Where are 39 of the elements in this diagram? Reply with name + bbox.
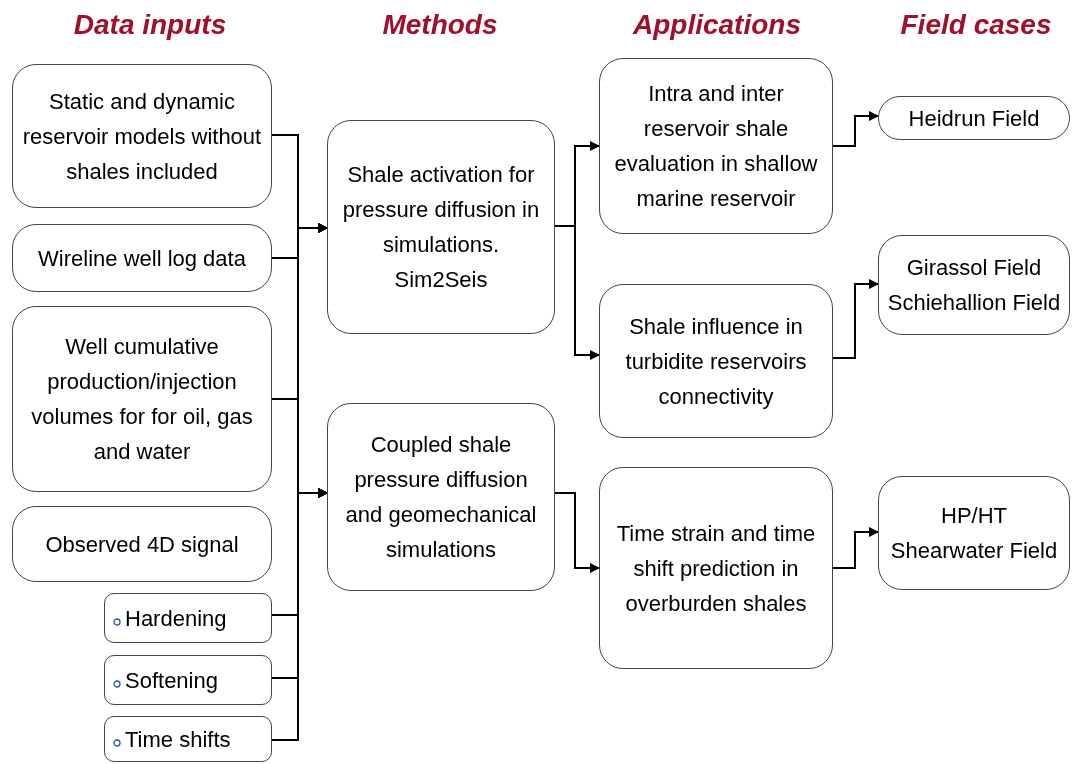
- box-text: Coupled shale pressure diffusion and geomechanical simulations: [344, 431, 538, 564]
- box-text: Wireline well log data: [38, 244, 246, 273]
- box-text: Girassol Field Schiehallion Field: [887, 254, 1061, 317]
- box-text: Well cumulative production/injection volumes for for oil, gas and water: [30, 333, 254, 466]
- connector-arrow: [832, 279, 879, 359]
- process-box: [12, 506, 272, 582]
- list-item-box: [104, 655, 272, 705]
- box-text: Observed 4D signal: [45, 530, 239, 559]
- box-text: HP/HT Shearwater Field: [889, 502, 1059, 565]
- process-box: [878, 96, 1070, 140]
- process-box: [12, 224, 272, 292]
- box-text: Heidrun Field: [908, 104, 1040, 133]
- process-box: [878, 235, 1070, 335]
- box-text: Static and dynamic reservoir models without shales included: [21, 87, 263, 186]
- column-heading: Field cases: [900, 8, 1052, 42]
- process-box: [599, 58, 833, 234]
- box-text: Shale influence in turbidite reservoirs connectivity: [624, 312, 808, 411]
- connector-arrow: [832, 527, 879, 569]
- process-box: [12, 306, 272, 492]
- column-heading: Methods: [382, 8, 498, 42]
- connector-arrow: [271, 488, 328, 741]
- box-text: Hardening: [125, 604, 227, 633]
- box-text: Softening: [125, 666, 218, 695]
- box-text: Intra and inter reservoir shale evaluation in shallow marine reservoir: [613, 80, 819, 213]
- box-text: Time shifts: [125, 725, 231, 754]
- box-text: Shale activation for pressure diffusion in simulations. Sim2Seis: [341, 161, 541, 294]
- process-box: [878, 476, 1070, 590]
- connector-arrow: [832, 111, 879, 147]
- list-item-box: [104, 716, 272, 762]
- process-box: [327, 120, 555, 334]
- list-item-box: [104, 593, 272, 643]
- connector-arrow: [554, 492, 600, 573]
- process-box: [599, 467, 833, 669]
- box-text: Time strain and time shift prediction in overburden shales: [615, 519, 817, 618]
- column-heading: Applications: [633, 8, 801, 42]
- process-box: [599, 284, 833, 438]
- column-heading: Data inputs: [73, 8, 227, 42]
- process-box: [327, 403, 555, 591]
- process-box: [12, 64, 272, 208]
